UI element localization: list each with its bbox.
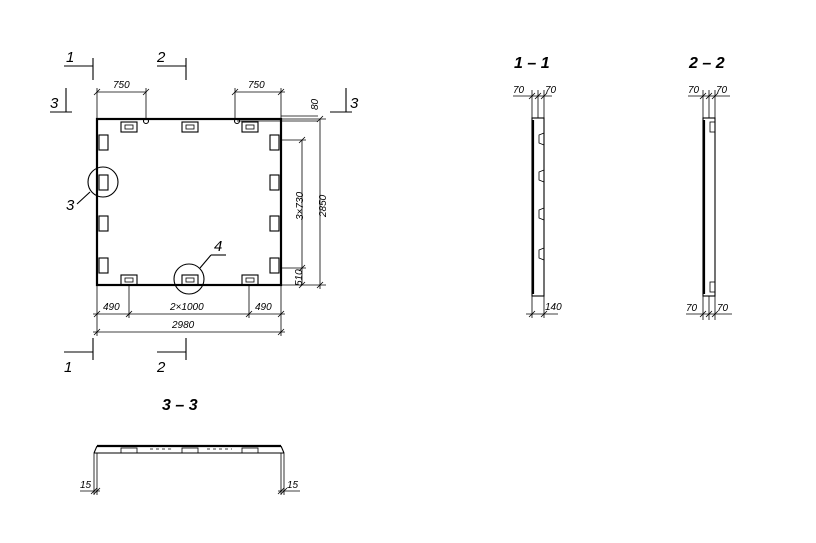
panel-outline	[95, 117, 283, 287]
embed-plate	[241, 121, 259, 133]
detail-4-circle	[173, 263, 205, 295]
cut-1-bottom: 1	[64, 359, 72, 376]
detail-3-label: 3	[66, 197, 75, 214]
detail-4-label: 4	[214, 238, 222, 255]
section-1-1-title: 1 – 1	[514, 55, 550, 72]
section-3-3-title: 3 – 3	[162, 397, 198, 414]
left-embeds	[98, 134, 109, 274]
cut-3-left: 3	[50, 95, 59, 112]
dim-490-right: 490	[255, 302, 272, 313]
right-dimensions: 2850 3×730 510	[281, 115, 329, 289]
embed-plate	[181, 274, 199, 286]
embed-plate	[120, 274, 138, 286]
dim-750-left: 750	[113, 80, 130, 91]
s22-dim-70-bottom-right: 70	[717, 303, 729, 314]
right-embeds	[269, 134, 280, 274]
s33-dim-15-left: 15	[80, 480, 92, 491]
dim-2850: 2850	[318, 194, 329, 218]
embed-plate	[181, 121, 199, 133]
cut-3-right: 3	[350, 95, 359, 112]
dim-490-left: 490	[103, 302, 120, 313]
embed-plate	[241, 274, 259, 286]
s22-dim-70-top-right: 70	[716, 85, 728, 96]
dim-3x730: 3×730	[295, 191, 306, 220]
bottom-embeds	[120, 274, 259, 286]
embed-plate	[120, 121, 138, 133]
dim-2980: 2980	[171, 320, 195, 331]
s22-dim-70-bottom-left: 70	[686, 303, 698, 314]
top-embeds	[120, 117, 259, 133]
s11-dim-70-left: 70	[513, 85, 525, 96]
detail-3-circle	[87, 166, 119, 198]
plan-view: 3 4 750 750 80	[50, 49, 359, 376]
s11-dim-140: 140	[545, 302, 562, 313]
section-2-2: 2 – 2 70 70 70 70	[686, 55, 732, 320]
cut-1-top: 1	[66, 49, 74, 66]
cut-2-bottom: 2	[156, 359, 166, 376]
section-2-2-title: 2 – 2	[688, 55, 725, 72]
section-cut-marks: 1 2 3 3 1 2	[50, 49, 359, 376]
section-1-1: 1 – 1 70 70 140	[513, 55, 562, 318]
section-3-3: 3 – 3 15 15	[80, 397, 300, 495]
dim-510: 510	[294, 269, 305, 286]
cut-2-top: 2	[156, 49, 166, 66]
dim-750-right: 750	[248, 80, 265, 91]
s11-dim-70-right: 70	[545, 85, 557, 96]
s22-dim-70-top-left: 70	[688, 85, 700, 96]
top-dimensions: 750 750 80	[93, 80, 321, 122]
bottom-dimensions: 490 2×1000 490 2980	[93, 285, 285, 336]
dim-2x1000: 2×1000	[169, 302, 204, 313]
dim-80: 80	[310, 98, 321, 110]
s33-dim-15-right: 15	[287, 480, 299, 491]
